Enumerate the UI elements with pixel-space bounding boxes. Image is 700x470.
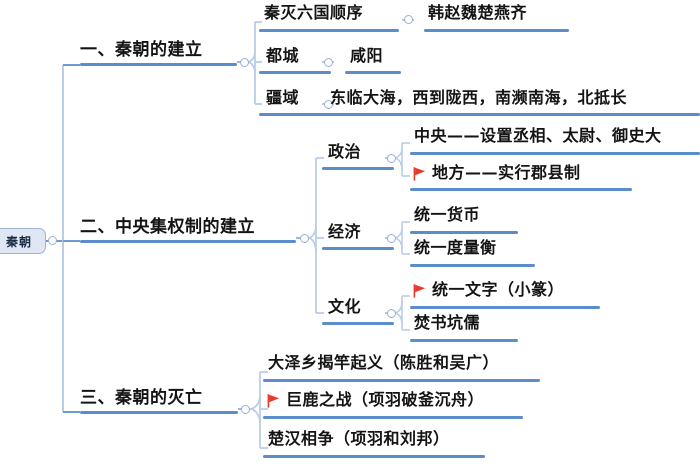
node-qinmieliuguo[interactable]: 秦灭六国顺序 <box>264 3 364 22</box>
leaf-dazexiang-underline <box>263 379 540 382</box>
node-jiangyu-collapse-knob[interactable] <box>324 100 333 109</box>
node-wenhua-collapse-knob[interactable] <box>387 309 396 318</box>
leaf-tongyidulianghang-underline <box>410 264 535 267</box>
leaf-tongyiwenzi-underline <box>410 306 600 309</box>
branch-2-collapse-knob[interactable] <box>300 234 309 243</box>
node-zhengzhi-collapse-knob[interactable] <box>387 154 396 163</box>
node-qinmieliuguo-underline <box>259 29 399 32</box>
node-jingji[interactable]: 经济 <box>328 222 362 241</box>
leaf-fenshukengru[interactable]: 焚书坑儒 <box>414 313 481 332</box>
node-ducheng-underline <box>259 71 331 74</box>
leaf-tongyiwenzi[interactable]: 统一文字（小篆） <box>432 280 565 299</box>
root-node[interactable]: 秦朝 <box>0 228 46 254</box>
leaf-jiangyu-detail[interactable]: 东临大海，西到陇西，南濒南海，北抵长 <box>330 88 628 107</box>
leaf-zhongyang-underline <box>410 152 700 155</box>
branch-2-label[interactable]: 二、中央集权制的建立 <box>80 217 255 237</box>
leaf-tongyihuobi-underline <box>410 231 518 234</box>
leaf-hanzhaoweichuyanqi[interactable]: 韩赵魏楚燕齐 <box>428 3 528 22</box>
leaf-xianyang[interactable]: 咸阳 <box>350 46 384 65</box>
leaf-hanzhaoweichuyanqi-underline <box>424 29 569 32</box>
branch-3-label[interactable]: 三、秦朝的灭亡 <box>80 388 203 408</box>
node-jiangyu-underline <box>259 113 331 116</box>
leaf-zhongyang[interactable]: 中央——设置丞相、太尉、御史大 <box>414 126 662 145</box>
leaf-juluzhizhan[interactable]: 巨鹿之战（项羽破釜沉舟） <box>286 390 485 409</box>
leaf-jiangyu-detail-underline <box>326 113 700 116</box>
leaf-tongyihuobi[interactable]: 统一货币 <box>414 205 481 224</box>
leaf-tongyidulianghang[interactable]: 统一度量衡 <box>414 238 497 257</box>
branch-1-underline <box>80 63 237 66</box>
node-jiangyu[interactable]: 疆域 <box>266 88 300 107</box>
leaf-fenshukengru-underline <box>410 339 518 342</box>
node-zhengzhi-underline <box>322 167 394 170</box>
branch-3-underline <box>80 411 238 414</box>
red-flag-icon-difang <box>413 167 426 181</box>
leaf-dazexiang[interactable]: 大泽乡揭竿起义（陈胜和吴广） <box>268 353 500 372</box>
node-zhengzhi[interactable]: 政治 <box>328 142 362 161</box>
branch-2-underline <box>80 240 296 243</box>
node-jingji-underline <box>322 247 394 250</box>
leaf-difang[interactable]: 地方——实行郡县制 <box>432 163 581 182</box>
root-collapse-knob[interactable] <box>48 236 57 245</box>
root-label: 秦朝 <box>5 234 32 249</box>
node-wenhua-underline <box>322 322 394 325</box>
branch-1-label[interactable]: 一、秦朝的建立 <box>80 40 203 60</box>
leaf-chuhanxiangzheng-underline <box>263 455 485 458</box>
node-wenhua[interactable]: 文化 <box>328 297 362 316</box>
node-ducheng[interactable]: 都城 <box>266 46 300 65</box>
red-flag-icon-julu <box>267 394 280 408</box>
leaf-chuhanxiangzheng[interactable]: 楚汉相争（项羽和刘邦） <box>268 429 450 448</box>
node-jingji-collapse-knob[interactable] <box>387 234 396 243</box>
node-qinmieliuguo-collapse-knob[interactable] <box>404 15 413 24</box>
leaf-difang-underline <box>410 188 632 191</box>
node-ducheng-collapse-knob[interactable] <box>324 58 333 67</box>
branch-1-collapse-knob[interactable] <box>240 58 249 67</box>
leaf-xianyang-underline <box>345 71 401 74</box>
branch-3-collapse-knob[interactable] <box>241 405 250 414</box>
red-flag-icon-tongyiwenzi <box>413 284 426 298</box>
leaf-juluzhizhan-underline <box>263 416 523 419</box>
